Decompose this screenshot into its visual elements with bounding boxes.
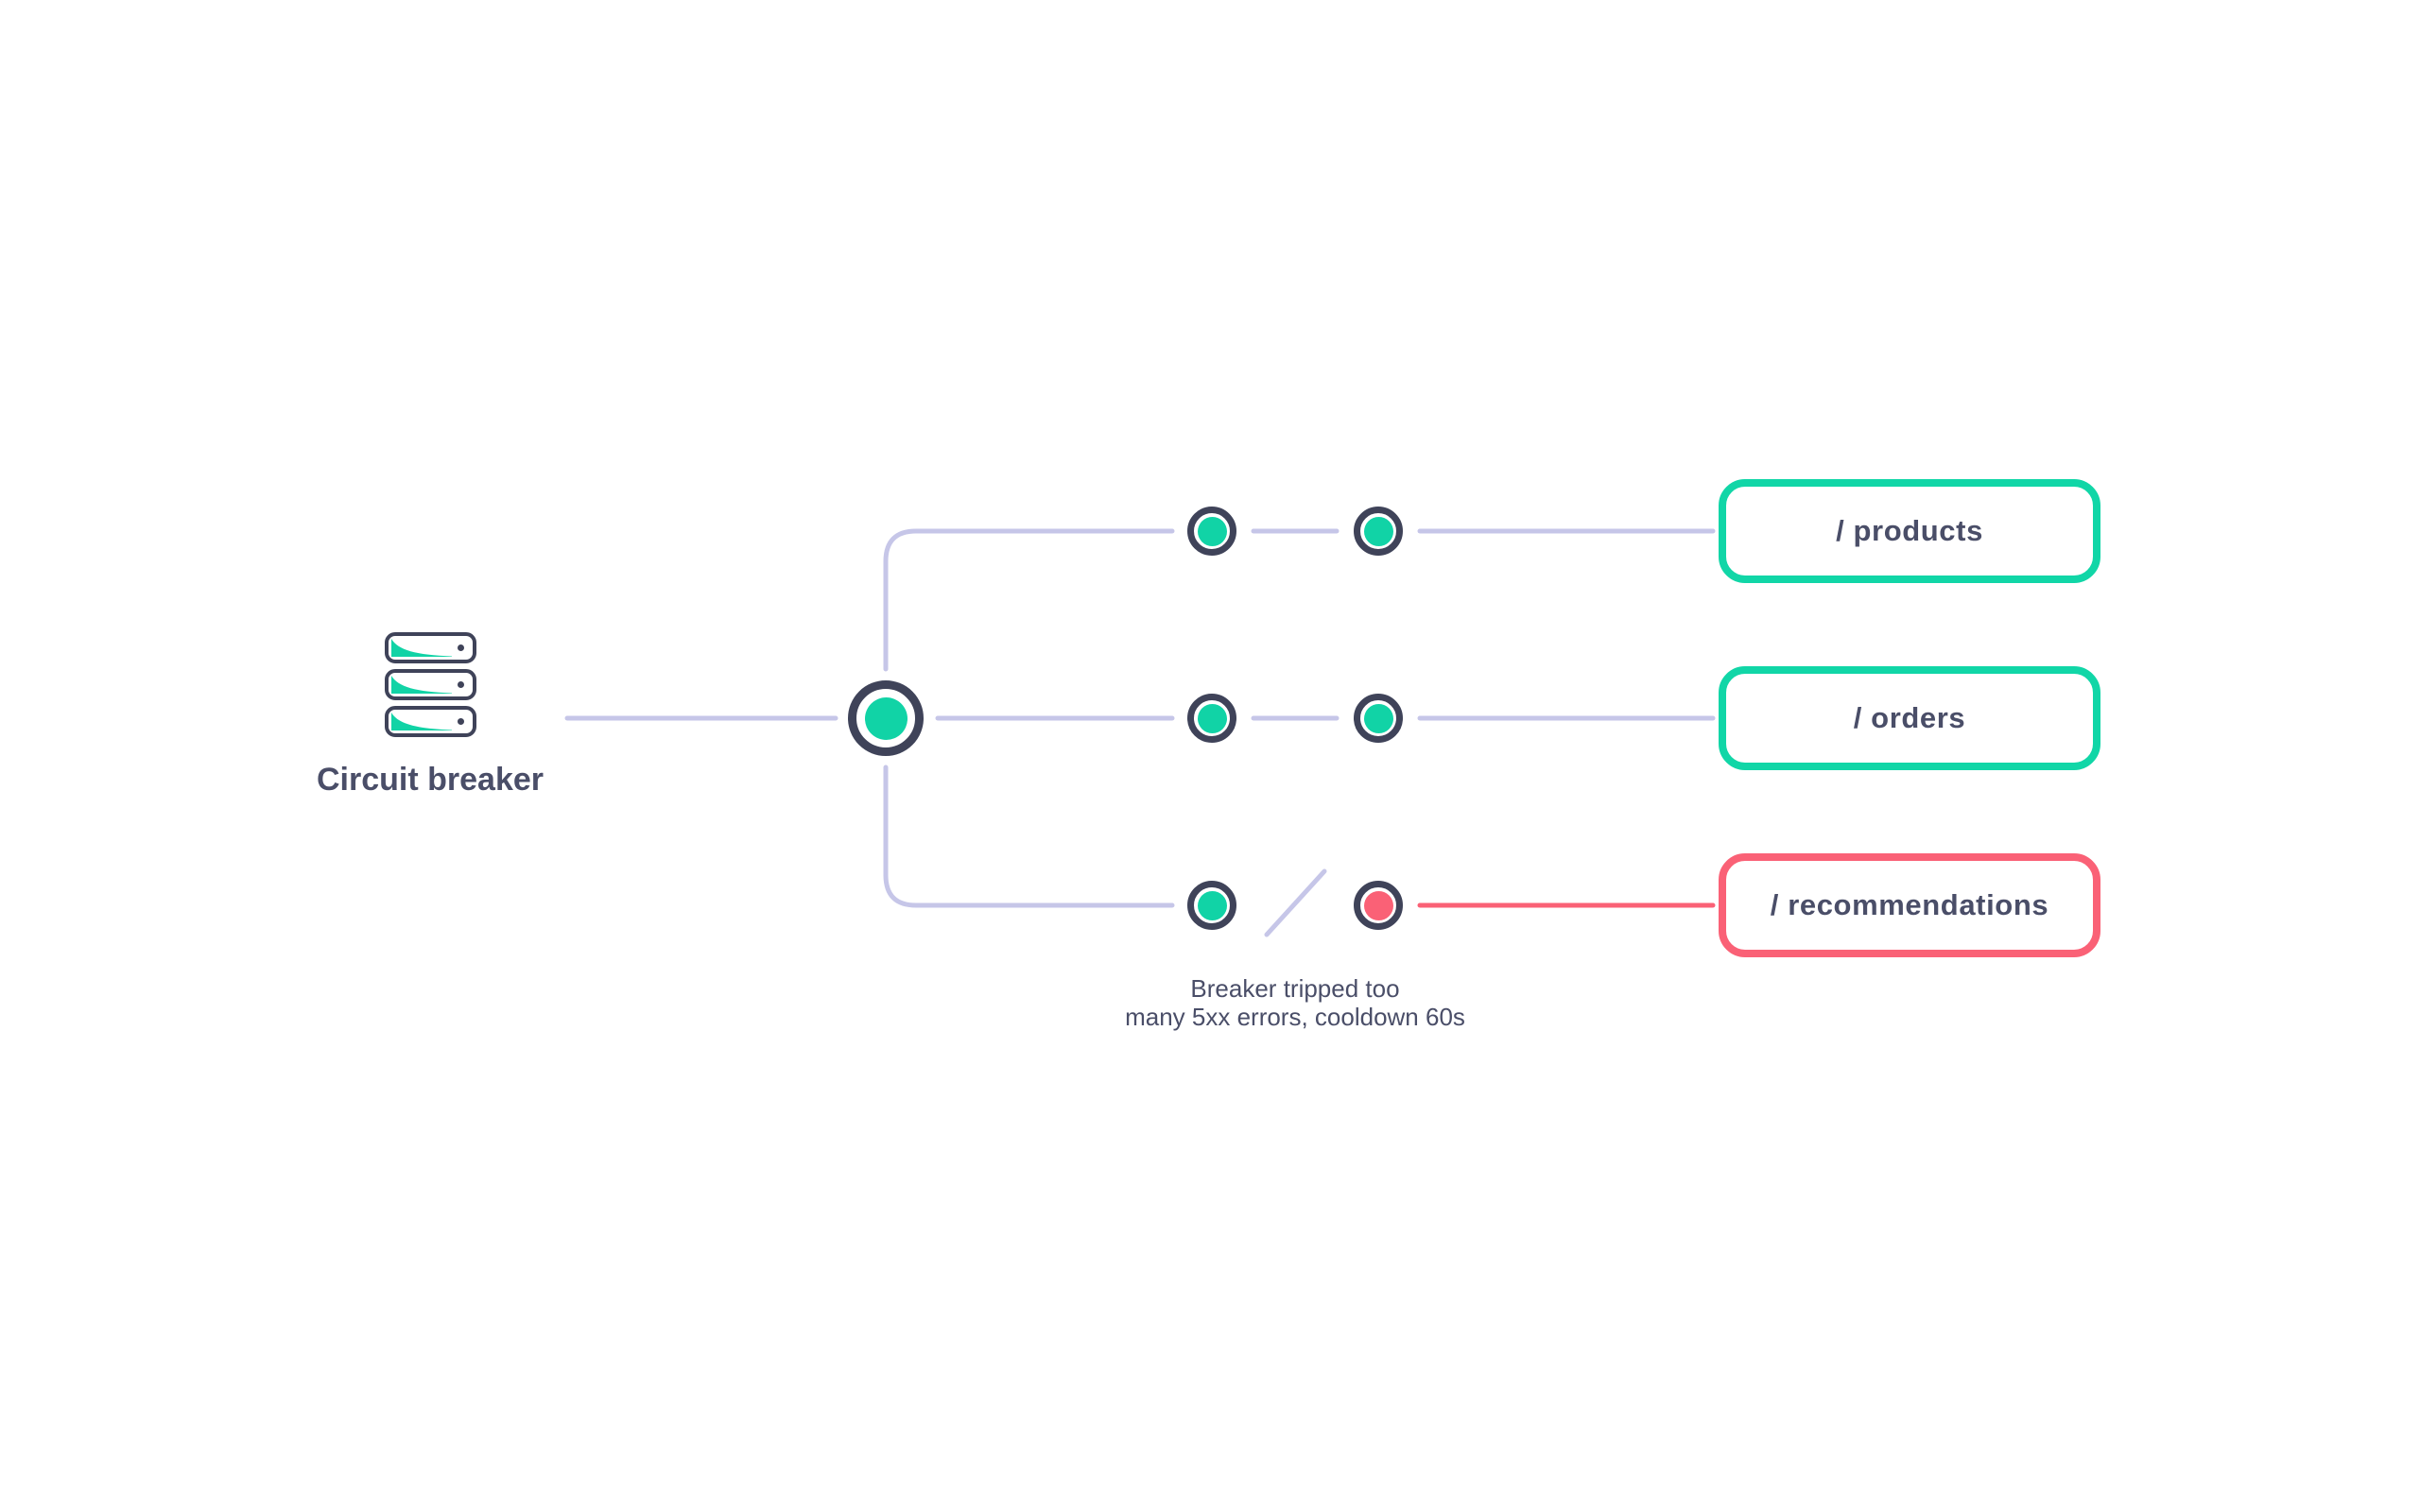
endpoint-label: / products xyxy=(1836,514,1983,547)
hop-node-recommendations-1 xyxy=(1187,881,1236,930)
status-dot-ok xyxy=(1363,703,1393,733)
server-led-icon xyxy=(458,718,464,725)
source-label: Circuit breaker xyxy=(317,762,544,798)
hop-node-orders-1 xyxy=(1187,694,1236,743)
hop-node-products-1 xyxy=(1187,507,1236,556)
status-dot-ok xyxy=(864,696,908,740)
endpoint-box-products: / products xyxy=(1719,479,2100,583)
endpoint-box-orders: / orders xyxy=(1719,666,2100,770)
server-stack-icon xyxy=(385,632,476,738)
endpoint-label: / orders xyxy=(1853,701,1966,734)
server-led-icon xyxy=(458,681,464,688)
wire-root-to-branch-top xyxy=(883,528,1175,672)
note-line-2: many 5xx errors, cooldown 60s xyxy=(1125,1003,1465,1031)
hop-node-orders-2 xyxy=(1354,694,1403,743)
server-activity-wedge-icon xyxy=(391,639,452,657)
wire-root-to-branch-bottom xyxy=(883,765,1175,908)
server-activity-wedge-icon xyxy=(391,676,452,694)
server-bar-icon xyxy=(385,669,476,700)
status-dot-ok xyxy=(1197,703,1227,733)
server-activity-wedge-icon xyxy=(391,713,452,730)
server-led-icon xyxy=(458,644,464,651)
status-dot-ok xyxy=(1363,516,1393,546)
breaker-tripped-note: Breaker tripped too many 5xx errors, coo… xyxy=(1125,974,1465,1031)
server-bar-icon xyxy=(385,706,476,737)
hop-node-products-2 xyxy=(1354,507,1403,556)
breaker-open-slash-icon xyxy=(1264,868,1327,937)
note-line-1: Breaker tripped too xyxy=(1190,974,1400,1003)
status-dot-ok xyxy=(1197,516,1227,546)
endpoint-label: / recommendations xyxy=(1770,888,2049,921)
server-bar-icon xyxy=(385,632,476,663)
status-dot-ok xyxy=(1197,890,1227,920)
hop-node-recommendations-2 xyxy=(1354,881,1403,930)
root-breaker-node xyxy=(848,680,924,756)
status-dot-error xyxy=(1363,890,1393,920)
endpoint-box-recommendations: / recommendations xyxy=(1719,853,2100,957)
